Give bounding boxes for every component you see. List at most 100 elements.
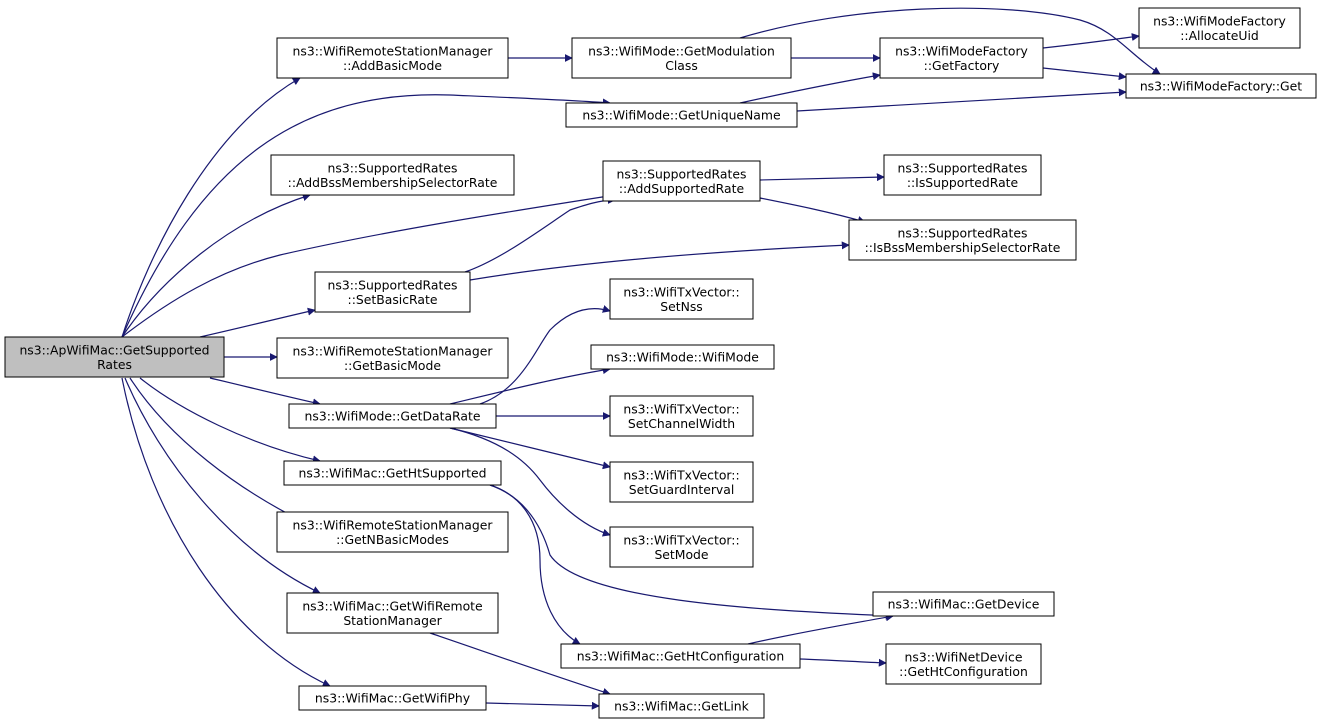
- node-label-line: ns3::WifiModeFactory: [1153, 13, 1286, 28]
- node-label-line: ns3::WifiMac::GetHtSupported: [299, 466, 487, 481]
- edge-root-to-getUniqueName: [121, 94, 611, 338]
- node-getWrsm[interactable]: ns3::WifiMac::GetWifiRemoteStationManage…: [286, 592, 499, 634]
- edge-getFactory-to-allocateUid: [1042, 33, 1140, 49]
- node-label-line: ns3::WifiMode::GetModulation: [588, 43, 775, 58]
- node-setGuardInterval[interactable]: ns3::WifiTxVector::SetGuardInterval: [609, 461, 754, 503]
- node-label-line: ::GetFactory: [924, 58, 1000, 73]
- node-isBssSel[interactable]: ns3::SupportedRates::IsBssMembershipSele…: [848, 219, 1077, 261]
- node-setChannelWidth[interactable]: ns3::WifiTxVector::SetChannelWidth: [609, 395, 754, 437]
- node-label-line: ns3::WifiMode::WifiMode: [606, 350, 759, 365]
- edge-getHtSupported-to-getDevice: [489, 484, 894, 620]
- edge-getDataRate-to-setNss: [479, 305, 611, 405]
- node-box: [288, 403, 497, 429]
- edge-root-to-addSupportedRate: [121, 192, 616, 338]
- node-label-line: ns3::SupportedRates: [328, 160, 458, 175]
- node-label-line: ::GetHtConfiguration: [899, 664, 1028, 679]
- edge-root-to-getDataRate: [209, 377, 321, 407]
- node-label-line: ns3::WifiMode::GetUniqueName: [582, 108, 780, 123]
- node-label-line: ::AddSupportedRate: [619, 181, 744, 196]
- node-getDevice[interactable]: ns3::WifiMac::GetDevice: [872, 591, 1055, 617]
- node-box: [598, 693, 765, 719]
- node-netDevHtConf[interactable]: ns3::WifiNetDevice::GetHtConfiguration: [885, 643, 1042, 685]
- edge-getDataRate-to-setGuardInterval: [449, 427, 611, 470]
- edge-root-to-getNBasicModes: [129, 377, 301, 521]
- edge-root-to-getHtSupported: [139, 377, 321, 464]
- node-box: [560, 643, 801, 669]
- node-label-line: ns3::WifiMode::GetDataRate: [305, 409, 481, 424]
- node-label-line: ns3::WifiRemoteStationManager: [293, 343, 494, 358]
- node-box: [276, 511, 509, 553]
- node-label-line: ns3::WifiMac::GetDevice: [888, 597, 1040, 612]
- node-label-line: ::SetBasicRate: [348, 292, 438, 307]
- edge-getDataRate-to-wifiModeCtor: [449, 366, 611, 405]
- node-box: [1125, 73, 1317, 99]
- node-label-line: ::AddBssMembershipSelectorRate: [288, 175, 498, 190]
- edge-getWrsm-to-getLink: [429, 632, 611, 696]
- edge-root-to-addBssSel: [121, 193, 311, 338]
- node-getFactory[interactable]: ns3::WifiModeFactory::GetFactory: [879, 37, 1044, 79]
- node-addBasicMode[interactable]: ns3::WifiRemoteStationManager::AddBasicM…: [276, 37, 509, 79]
- edge-root-to-getWifiPhy: [121, 377, 331, 687]
- node-setBasicRate[interactable]: ns3::SupportedRates::SetBasicRate: [314, 271, 471, 313]
- node-box: [4, 336, 225, 378]
- node-setNss[interactable]: ns3::WifiTxVector::SetNss: [609, 278, 754, 320]
- node-label-line: ns3::WifiTxVector::: [623, 401, 739, 416]
- node-box: [270, 154, 515, 196]
- node-box: [872, 591, 1055, 617]
- node-label-line: ns3::WifiMac::GetLink: [614, 699, 749, 714]
- node-wifiModeCtor[interactable]: ns3::WifiMode::WifiMode: [590, 344, 775, 370]
- node-allocateUid[interactable]: ns3::WifiModeFactory::AllocateUid: [1138, 7, 1301, 49]
- node-addBssSel[interactable]: ns3::SupportedRates::AddBssMembershipSel…: [270, 154, 515, 196]
- node-box: [609, 526, 754, 568]
- node-label-line: ns3::SupportedRates: [898, 225, 1028, 240]
- node-box: [298, 685, 487, 711]
- node-box: [879, 37, 1044, 79]
- node-factoryGet[interactable]: ns3::WifiModeFactory::Get: [1125, 73, 1317, 99]
- node-setMode[interactable]: ns3::WifiTxVector::SetMode: [609, 526, 754, 568]
- node-label-line: ns3::WifiTxVector::: [623, 467, 739, 482]
- node-getLink[interactable]: ns3::WifiMac::GetLink: [598, 693, 765, 719]
- node-label-line: ns3::SupportedRates: [328, 277, 458, 292]
- edge-getDataRate-to-setMode: [449, 427, 611, 537]
- node-label-line: ns3::WifiMac::GetWifiPhy: [315, 691, 470, 706]
- node-box: [571, 37, 792, 79]
- node-box: [314, 271, 471, 313]
- node-getNBasicModes[interactable]: ns3::WifiRemoteStationManager::GetNBasic…: [276, 511, 509, 553]
- node-getDataRate[interactable]: ns3::WifiMode::GetDataRate: [288, 403, 497, 429]
- node-label-line: ns3::WifiTxVector::: [623, 284, 739, 299]
- edge-root-to-getWrsm: [124, 377, 321, 594]
- node-label-line: ::IsSupportedRate: [907, 175, 1018, 190]
- node-label-line: ns3::WifiModeFactory::Get: [1140, 79, 1302, 94]
- node-addSupportedRate[interactable]: ns3::SupportedRates::AddSupportedRate: [602, 160, 761, 202]
- node-isSupportedRate[interactable]: ns3::SupportedRates::IsSupportedRate: [883, 154, 1042, 196]
- node-getUniqueName[interactable]: ns3::WifiMode::GetUniqueName: [565, 102, 798, 128]
- node-getWifiPhy[interactable]: ns3::WifiMac::GetWifiPhy: [298, 685, 487, 711]
- node-label-line: ns3::WifiRemoteStationManager: [293, 517, 494, 532]
- node-box: [276, 37, 509, 79]
- node-box: [590, 344, 775, 370]
- edge-getUniqueName-to-factoryGet: [796, 88, 1127, 112]
- node-label-line: ::AllocateUid: [1180, 28, 1259, 43]
- node-label-line: ::AddBasicMode: [343, 58, 442, 73]
- node-box: [609, 278, 754, 320]
- node-getHtSupported[interactable]: ns3::WifiMac::GetHtSupported: [283, 460, 502, 486]
- node-label-line: ns3::ApWifiMac::GetSupported: [19, 342, 209, 357]
- node-box: [885, 643, 1042, 685]
- node-label-line: SetNss: [660, 299, 703, 314]
- node-getHtConfiguration[interactable]: ns3::WifiMac::GetHtConfiguration: [560, 643, 801, 669]
- edge-getWifiPhy-to-getLink: [485, 701, 600, 710]
- node-getBasicMode[interactable]: ns3::WifiRemoteStationManager::GetBasicM…: [276, 337, 509, 379]
- node-label-line: SetMode: [654, 547, 708, 562]
- edge-addSupportedRate-to-isSupportedRate: [759, 173, 885, 182]
- node-label-line: Rates: [97, 357, 132, 372]
- node-box: [609, 461, 754, 503]
- node-label-line: ns3::WifiMac::GetHtConfiguration: [577, 649, 785, 664]
- node-box: [276, 337, 509, 379]
- node-label-line: ns3::WifiModeFactory: [895, 43, 1028, 58]
- node-box: [1138, 7, 1301, 49]
- node-label-line: ns3::SupportedRates: [617, 166, 747, 181]
- node-label-line: Class: [665, 58, 698, 73]
